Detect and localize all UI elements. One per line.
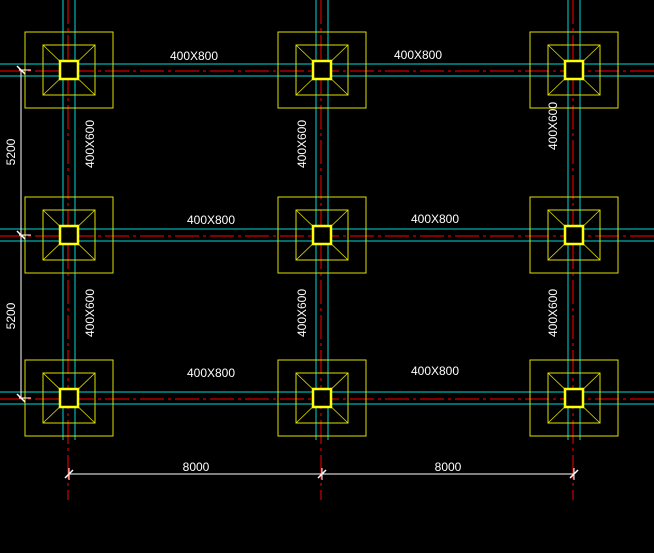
footing-outline xyxy=(277,196,367,274)
beam-label-row3-span2: 400X800 xyxy=(411,364,459,378)
dimension-lines xyxy=(16,65,579,480)
column xyxy=(58,59,80,81)
column xyxy=(563,224,585,246)
beam-label-col3-span1: 400X600 xyxy=(546,102,560,150)
footing xyxy=(277,196,367,274)
beam-label-row1-span1: 400X800 xyxy=(170,49,218,63)
footing-outline xyxy=(529,31,619,109)
column xyxy=(311,387,333,409)
footing-outline xyxy=(529,196,619,274)
beam-label-row2-span1: 400X800 xyxy=(187,213,235,227)
footing-pedestal xyxy=(295,209,349,261)
column xyxy=(58,224,80,246)
beam-label-col1-span1: 400X600 xyxy=(83,120,97,168)
footing-outline xyxy=(277,359,367,437)
footing-pedestal xyxy=(295,44,349,96)
footing-pedestal xyxy=(42,372,96,424)
column xyxy=(563,387,585,409)
footing-pedestal xyxy=(547,44,601,96)
footing xyxy=(277,359,367,437)
footing xyxy=(529,31,619,109)
column xyxy=(311,59,333,81)
footing xyxy=(277,31,367,109)
beam-label-row3-span1: 400X800 xyxy=(187,366,235,380)
footing-pedestal xyxy=(42,209,96,261)
beam-label-row1-span2: 400X800 xyxy=(394,48,442,62)
footing-pedestal xyxy=(547,372,601,424)
footing xyxy=(529,196,619,274)
footing-pedestal xyxy=(295,372,349,424)
footings xyxy=(24,31,619,437)
footing-outline xyxy=(529,359,619,437)
footing-pedestal xyxy=(547,209,601,261)
beam-label-col1-span2: 400X600 xyxy=(83,289,97,337)
dimension-text-vertical-2: 5200 xyxy=(4,302,18,329)
column xyxy=(58,387,80,409)
dimension-text-horizontal-2: 8000 xyxy=(435,460,462,474)
column xyxy=(563,59,585,81)
dimension-text-horizontal-1: 8000 xyxy=(183,460,210,474)
footing-pedestal xyxy=(42,44,96,96)
footing xyxy=(24,31,114,109)
beam-label-col2-span2: 400X600 xyxy=(295,289,309,337)
column xyxy=(311,224,333,246)
beam-label-col2-span1: 400X600 xyxy=(295,120,309,168)
footing-outline xyxy=(277,31,367,109)
beam-label-row2-span2: 400X800 xyxy=(411,212,459,226)
dimension-text-vertical-1: 5200 xyxy=(4,138,18,165)
beam-label-col3-span2: 400X600 xyxy=(546,289,560,337)
footing xyxy=(529,359,619,437)
